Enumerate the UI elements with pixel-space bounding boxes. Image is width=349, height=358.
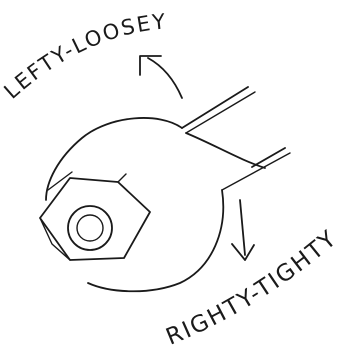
loosen-label-group: LEFTY-LOOSEY: [0, 9, 230, 103]
nut-bore-outer: [68, 206, 112, 250]
tighten-arrow-head: [232, 244, 254, 260]
loosen-arrow-shaft: [148, 58, 182, 98]
wrench-lower-jaw-line: [222, 153, 290, 190]
tighten-arrow: [232, 200, 254, 260]
loosen-arrow: [140, 56, 182, 98]
wrench-upper-jaw-edge-inner: [186, 92, 255, 133]
hex-nut-bevel: [40, 172, 126, 260]
tighten-label-group: RIGHTY-TIGHTY: [162, 225, 345, 350]
wrench-head: [46, 87, 290, 291]
wrench-head-back: [46, 118, 182, 200]
tighten-arrow-shaft: [240, 200, 245, 255]
nut-bore-inner: [77, 215, 103, 241]
wrench-jaw-throat: [186, 133, 265, 168]
hex-nut: [40, 172, 150, 260]
tighten-label: RIGHTY-TIGHTY: [162, 225, 342, 350]
wrench-upper-jaw-edge: [182, 87, 248, 128]
